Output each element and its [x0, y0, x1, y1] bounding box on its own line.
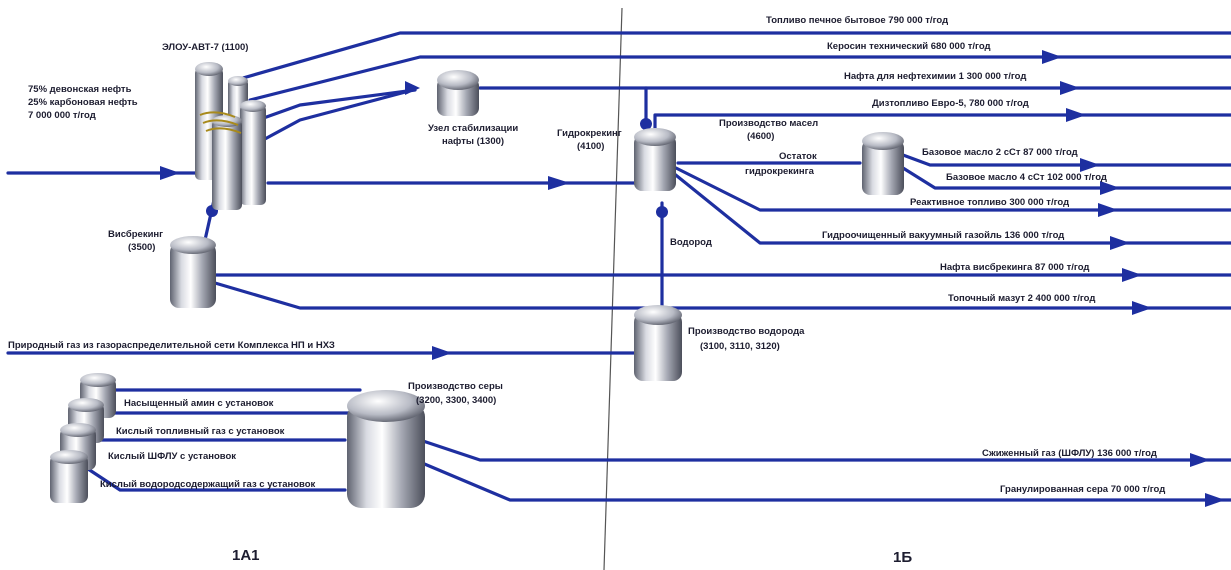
pipe-junction: [640, 118, 652, 130]
sulfur-label-1: Производство серы: [408, 381, 503, 392]
product-label: Базовое масло 4 сСт 102 000 т/год: [946, 172, 1107, 183]
product-label: Реактивное топливо 300 000 т/год: [910, 197, 1069, 208]
arrow-marker: [1100, 181, 1120, 195]
arrow-marker: [1098, 203, 1118, 217]
zone-label-left: 1А1: [232, 547, 260, 564]
product-label: Нафта висбрекинга 87 000 т/год: [940, 262, 1089, 273]
arrow-marker: [432, 346, 452, 360]
h2-label-2: (3100, 3110, 3120): [700, 341, 780, 352]
oil-production-tank: [862, 132, 904, 195]
residue-label-1: Остаток: [779, 151, 817, 162]
zone-divider: [603, 7, 623, 570]
feed-label-2: 25% карбоновая нефть: [28, 97, 138, 108]
stabilization-tank: [437, 70, 479, 116]
residue-label-2: гидрокрекинга: [745, 166, 815, 177]
arrow-marker: [1060, 81, 1080, 95]
product-label: Топливо печное бытовое 790 000 т/год: [766, 15, 948, 26]
product-label: Топочный мазут 2 400 000 т/год: [948, 293, 1095, 304]
elou-label: ЭЛОУ-АВТ-7 (1100): [162, 42, 248, 53]
elou-avt-column-group: [195, 62, 266, 210]
visbreaking-label-1: Висбрекинг: [108, 229, 163, 240]
hydrogen-production-tank: [634, 305, 682, 381]
flow-arrows: [160, 50, 1225, 507]
sulfur-input-1: Насыщенный амин с установок: [124, 398, 274, 409]
hydrocracking-label-2: (4100): [577, 141, 604, 152]
arrow-marker: [1205, 493, 1225, 507]
sulfur-input-tanks: [50, 373, 116, 503]
arrow-marker: [405, 81, 420, 95]
arrow-marker: [548, 176, 570, 190]
pipelines: [6, 31, 1231, 502]
product-label: Сжиженный газ (ШФЛУ) 136 000 т/год: [982, 448, 1157, 459]
hydrogen-label: Водород: [670, 237, 712, 248]
arrow-marker: [1066, 108, 1086, 122]
visbreaking-label-2: (3500): [128, 242, 155, 253]
arrow-marker: [1122, 268, 1142, 282]
stab-label-1: Узел стабилизации: [428, 123, 518, 134]
sulfur-input-2: Кислый топливный газ с установок: [116, 426, 285, 437]
sulfur-production-tank: [347, 390, 425, 508]
product-label: Гидроочищенный вакуумный газойль 136 000…: [822, 230, 1064, 241]
feed-label-1: 75% девонская нефть: [28, 84, 132, 95]
product-label: Базовое масло 2 сСт 87 000 т/год: [922, 147, 1078, 158]
product-label: Гранулированная сера 70 000 т/год: [1000, 484, 1165, 495]
arrow-marker: [160, 166, 180, 180]
arrow-marker: [1132, 301, 1152, 315]
sulfur-input-3: Кислый ШФЛУ с установок: [108, 451, 236, 462]
feed-label-3: 7 000 000 т/год: [28, 110, 96, 121]
sulfur-input-4: Кислый водородсодержащий газ с установок: [100, 479, 316, 490]
hydrocracking-tank: [634, 128, 676, 191]
pipe-junction: [656, 206, 668, 218]
arrow-marker: [1042, 50, 1062, 64]
oil-label-1: Производство масел: [719, 118, 818, 129]
arrow-marker: [1190, 453, 1210, 467]
product-label: Керосин технический 680 000 т/год: [827, 41, 991, 52]
natural-gas-label: Природный газ из газораспределительной с…: [8, 340, 335, 351]
hydrocracking-label-1: Гидрокрекинг: [557, 128, 622, 139]
zone-label-right: 1Б: [893, 549, 912, 566]
product-label: Дизтопливо Евро-5, 780 000 т/год: [872, 98, 1029, 109]
stab-label-2: нафты (1300): [442, 136, 504, 147]
sulfur-label-2: (3200, 3300, 3400): [416, 395, 496, 406]
oil-label-2: (4600): [747, 131, 774, 142]
h2-label-1: Производство водорода: [688, 326, 805, 337]
visbreaking-tank: [170, 236, 216, 308]
arrow-marker: [1080, 158, 1100, 172]
product-label: Нафта для нефтехимии 1 300 000 т/год: [844, 71, 1026, 82]
arrow-marker: [1110, 236, 1130, 250]
